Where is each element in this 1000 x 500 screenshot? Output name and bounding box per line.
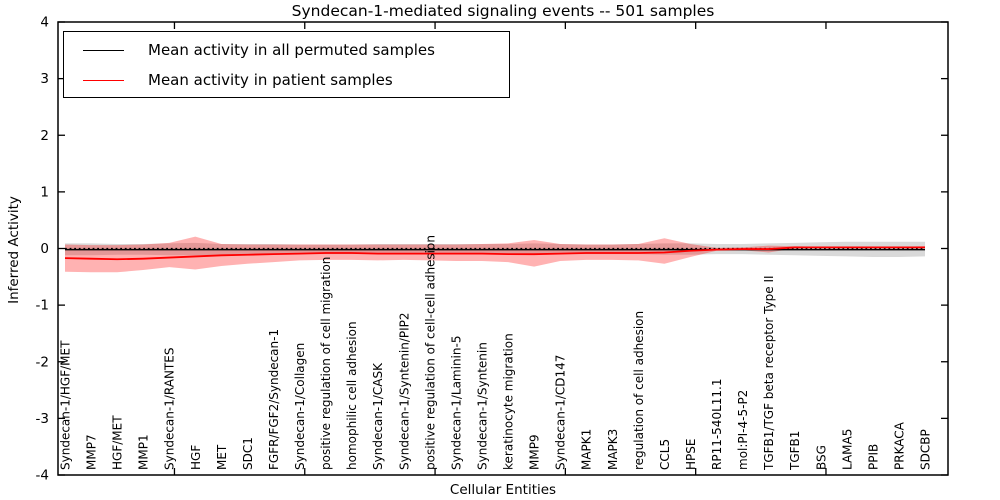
y-tick-label: 3	[40, 71, 49, 87]
x-category-label: Syndecan-1/Syntenin	[475, 342, 489, 470]
y-tick-label: -4	[36, 468, 49, 484]
permuted-line-sample	[83, 49, 124, 51]
y-tick-label: -3	[36, 411, 49, 427]
x-category-label: Syndecan-1/HGF/MET	[59, 340, 73, 470]
x-category-label: MMP1	[137, 434, 151, 470]
y-tick-label: -1	[36, 298, 49, 314]
y-tick-label: 4	[40, 15, 49, 31]
patient-line-sample	[83, 79, 124, 81]
x-category-label: TGFB1/TGF beta receptor Type II	[762, 275, 776, 471]
x-category-label: MMP9	[528, 434, 542, 470]
x-category-label: LAMA5	[840, 429, 854, 470]
y-tick-label: 0	[40, 241, 49, 257]
x-category-label: regulation of cell adhesion	[632, 311, 646, 470]
x-category-label: keratinocyte migration	[502, 333, 516, 470]
x-category-label: SDCBP	[919, 429, 933, 470]
x-category-label: HGF/MET	[111, 415, 125, 470]
y-tick-label: -2	[36, 354, 49, 370]
x-category-label: HPSE	[684, 439, 698, 470]
legend-label-permuted: Mean activity in all permuted samples	[148, 41, 435, 59]
patient-mean-line	[64, 246, 925, 261]
x-category-label: MAPK3	[606, 429, 620, 470]
x-category-label: Syndecan-1/RANTES	[163, 348, 177, 470]
x-category-label: FGFR/FGF2/Syndecan-1	[267, 329, 281, 470]
y-tick-label: 2	[40, 128, 49, 144]
x-category-label: Syndecan-1/Laminin-5	[449, 336, 463, 470]
chart-title: Syndecan-1-mediated signaling events -- …	[291, 2, 715, 20]
x-category-label: PRKACA	[892, 421, 906, 470]
x-category-label: mol:PI-4-5-P2	[736, 390, 750, 470]
x-category-label: PPIB	[866, 444, 880, 470]
x-category-label: MAPK1	[580, 429, 594, 470]
x-category-label: RP11-540L11.1	[710, 379, 724, 470]
x-category-label: TGFB1	[788, 431, 802, 471]
x-category-label: MMP7	[85, 434, 99, 470]
legend: Mean activity in all permuted samples Me…	[63, 31, 510, 98]
x-category-label: positive regulation of cell migration	[319, 257, 333, 470]
x-category-label: MET	[215, 444, 229, 470]
y-axis-label: Inferred Activity	[6, 196, 22, 304]
x-category-label: CCL5	[658, 439, 672, 470]
legend-item-patient: Mean activity in patient samples	[64, 65, 509, 95]
x-category-label: BSG	[814, 445, 828, 470]
x-category-label: Syndecan-1/Syntenin/PIP2	[397, 312, 411, 470]
x-category-label: Syndecan-1/CASK	[371, 362, 385, 470]
x-category-label: HGF	[189, 445, 203, 470]
x-category-label: positive regulation of cell-cell adhesio…	[423, 235, 437, 470]
x-axis-label: Cellular Entities	[449, 482, 557, 498]
x-category-label: homophilic cell adhesion	[345, 321, 359, 470]
x-category-label: Syndecan-1/CD147	[554, 355, 568, 470]
x-category-label: Syndecan-1/Collagen	[293, 343, 307, 470]
legend-label-patient: Mean activity in patient samples	[148, 71, 393, 89]
legend-item-permuted: Mean activity in all permuted samples	[64, 35, 509, 65]
y-tick-label: 1	[40, 184, 49, 200]
x-category-label: SDC1	[241, 437, 255, 470]
